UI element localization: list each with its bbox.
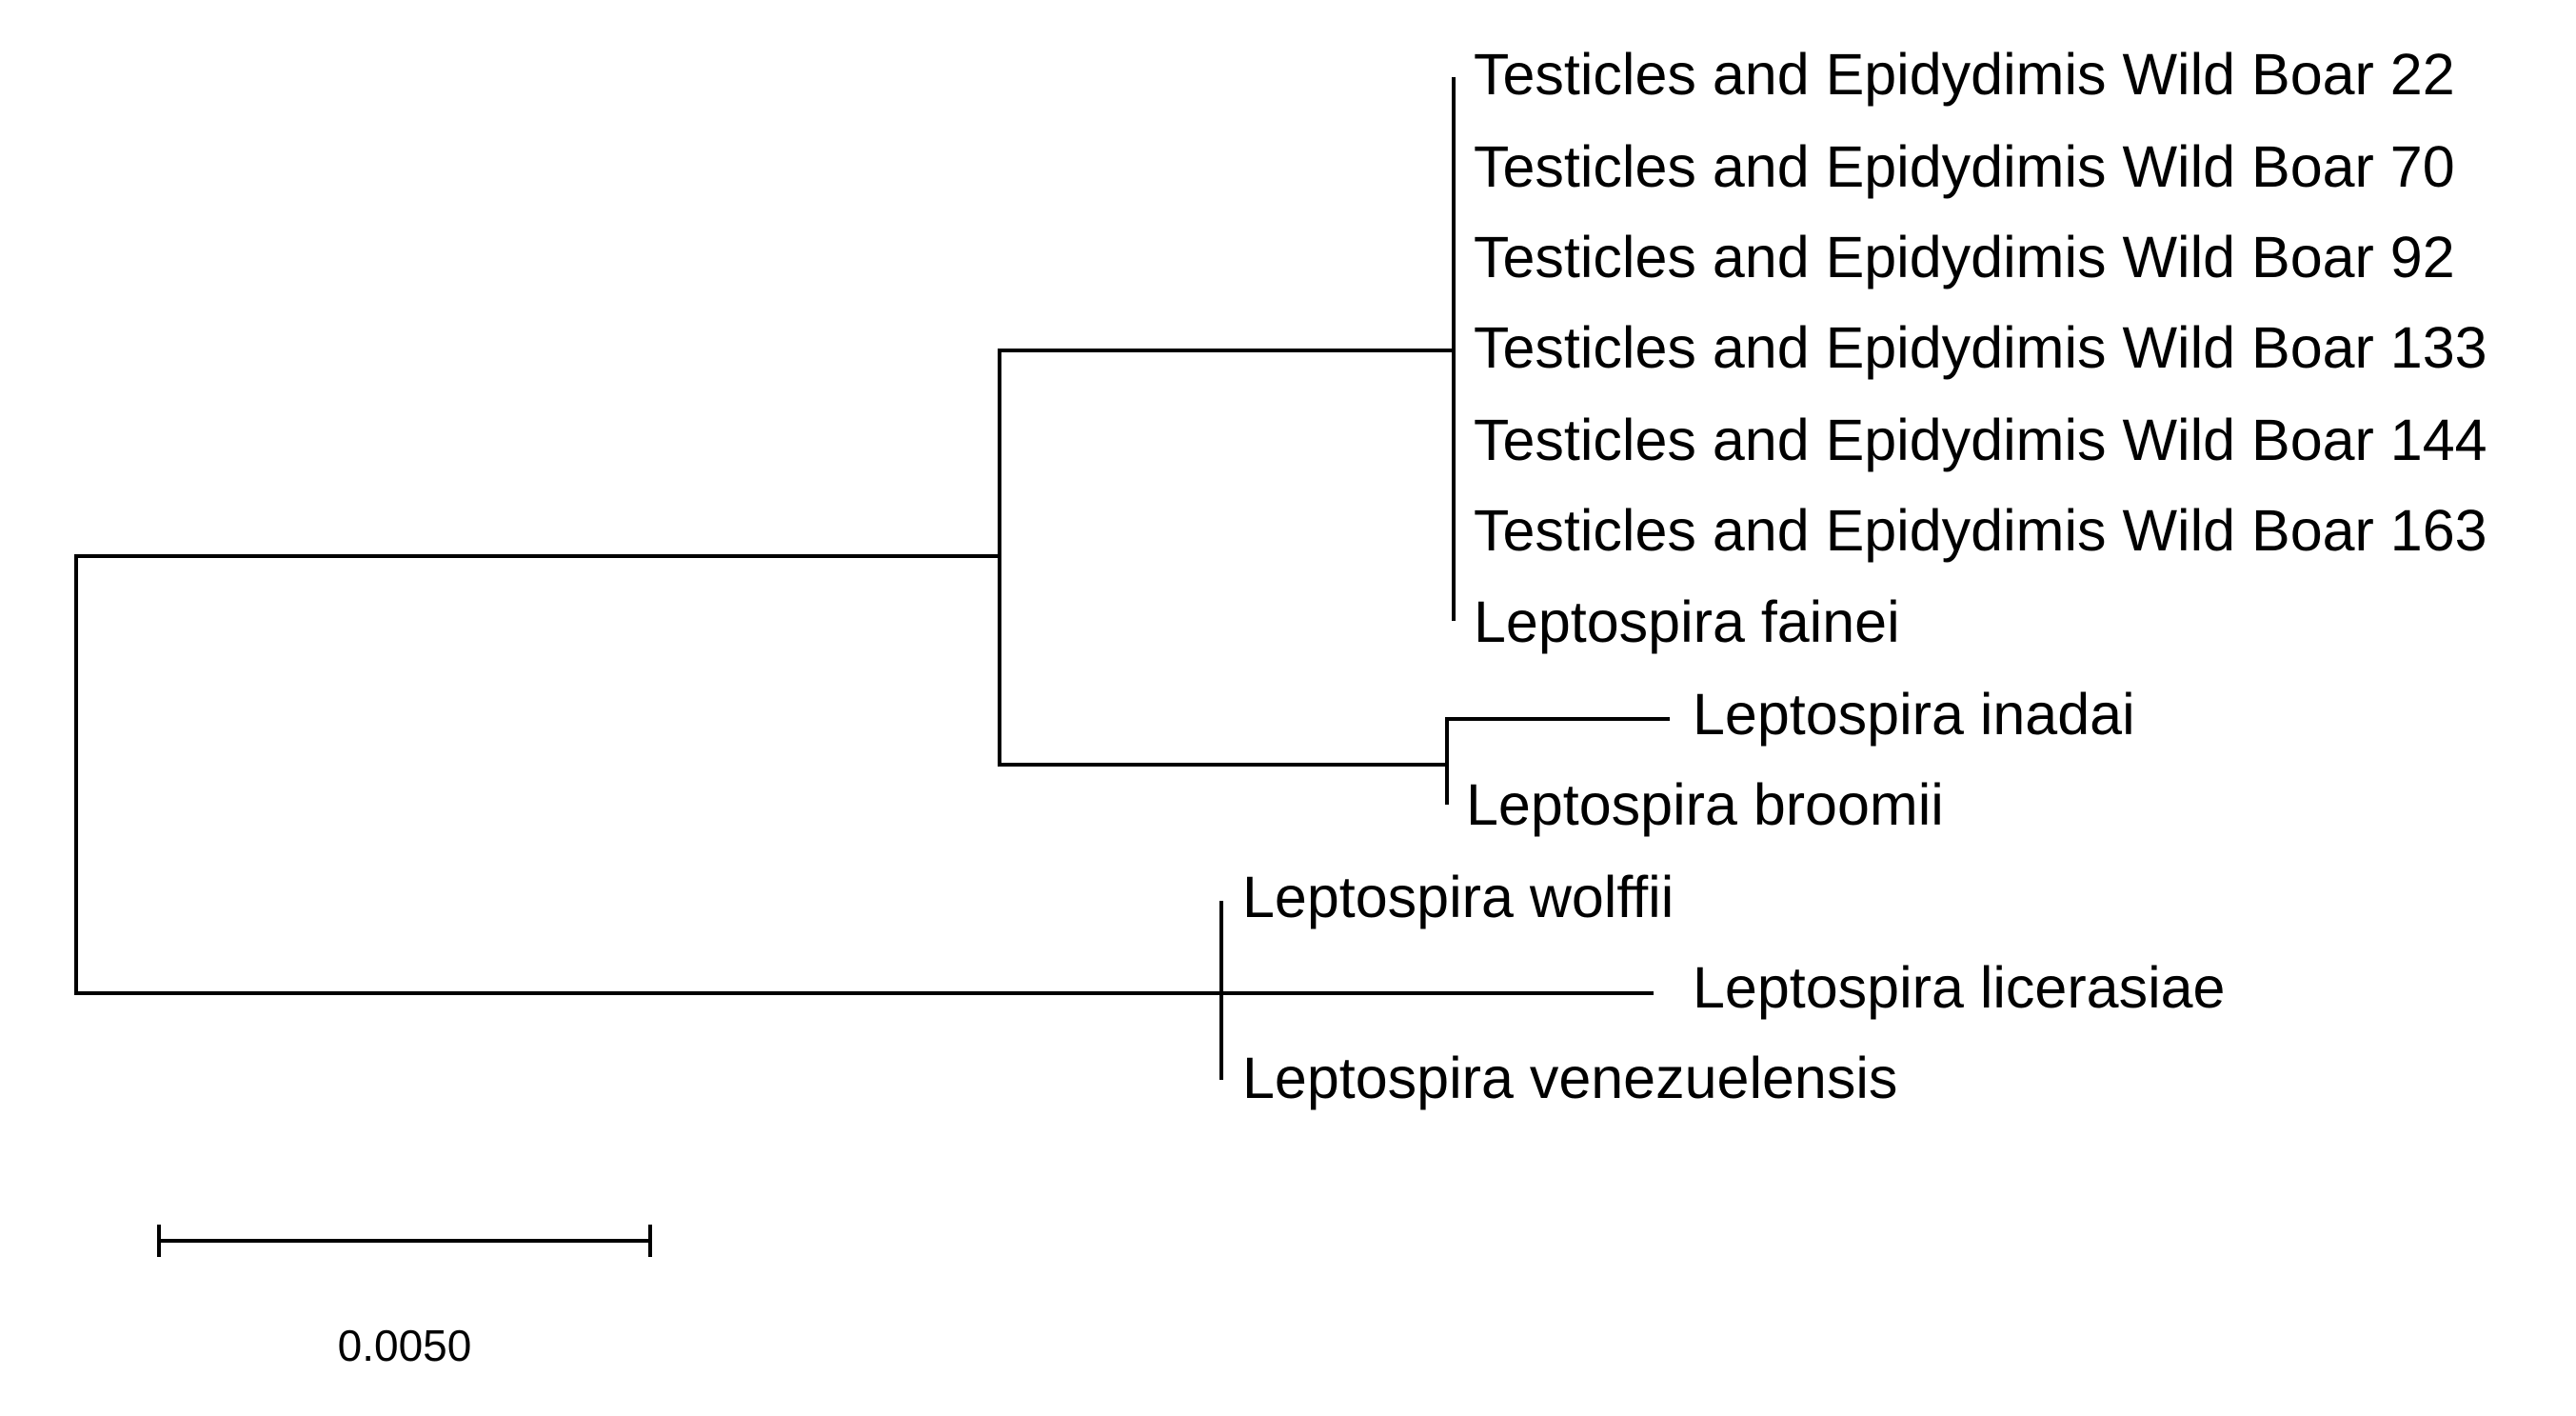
leaf-label-leptospira-licerasiae: Leptospira licerasiae — [1693, 955, 2225, 1020]
leaf-label-leptospira-wolffii: Leptospira wolffii — [1242, 865, 1674, 929]
leaf-label-wild-boar-144: Testicles and Epidydimis Wild Boar 144 — [1474, 408, 2487, 472]
scale-bar: 0.0050 — [157, 1225, 652, 1370]
leaf-label-wild-boar-92: Testicles and Epidydimis Wild Boar 92 — [1474, 225, 2455, 289]
leaf-label-leptospira-broomii: Leptospira broomii — [1466, 772, 1944, 837]
leaf-label-wild-boar-163: Testicles and Epidydimis Wild Boar 163 — [1474, 498, 2487, 563]
leaf-label-wild-boar-22: Testicles and Epidydimis Wild Boar 22 — [1474, 42, 2455, 107]
scale-bar-label: 0.0050 — [338, 1321, 472, 1370]
leaf-label-wild-boar-70: Testicles and Epidydimis Wild Boar 70 — [1474, 134, 2455, 199]
leaf-label-leptospira-inadai: Leptospira inadai — [1693, 682, 2135, 747]
leaf-label-wild-boar-133: Testicles and Epidydimis Wild Boar 133 — [1474, 315, 2487, 380]
leaf-label-leptospira-fainei: Leptospira fainei — [1474, 589, 1900, 654]
leaf-label-leptospira-venezuelensis: Leptospira venezuelensis — [1242, 1046, 1897, 1110]
